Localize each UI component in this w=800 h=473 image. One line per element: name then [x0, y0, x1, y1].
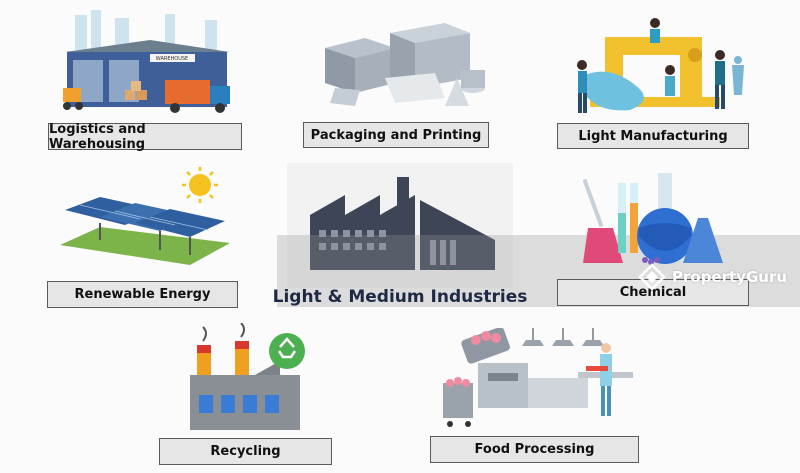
watermark-text: PropertyGuru	[672, 268, 788, 286]
recycle-icon	[269, 333, 305, 369]
label-light-manufacturing: Light Manufacturing	[557, 123, 749, 149]
label-recycling: Recycling	[159, 438, 332, 465]
factory-icon	[310, 177, 495, 270]
lab-flasks-illustration	[583, 173, 723, 265]
label-food-processing: Food Processing	[430, 436, 639, 463]
warehouse-illustration: WAREHOUSE	[63, 10, 230, 113]
label-renewable-energy: Renewable Energy	[47, 281, 238, 308]
food-machinery-illustration	[443, 328, 633, 427]
solar-panel-illustration	[60, 167, 230, 265]
propertyguru-logo-icon	[638, 263, 666, 291]
label-chemical: Chemical	[557, 279, 749, 306]
center-title: Light & Medium Industries	[272, 287, 528, 307]
sewing-machine-illustration	[577, 18, 744, 113]
warehouse-sign: WAREHOUSE	[156, 56, 188, 62]
boxes-illustration	[325, 23, 485, 106]
label-packaging-printing: Packaging and Printing	[303, 122, 489, 148]
watermark: PropertyGuru	[638, 262, 787, 292]
recycling-plant-illustration	[190, 323, 305, 430]
label-logistics-warehousing: Logistics and Warehousing	[48, 122, 242, 152]
sun-icon	[182, 167, 218, 203]
